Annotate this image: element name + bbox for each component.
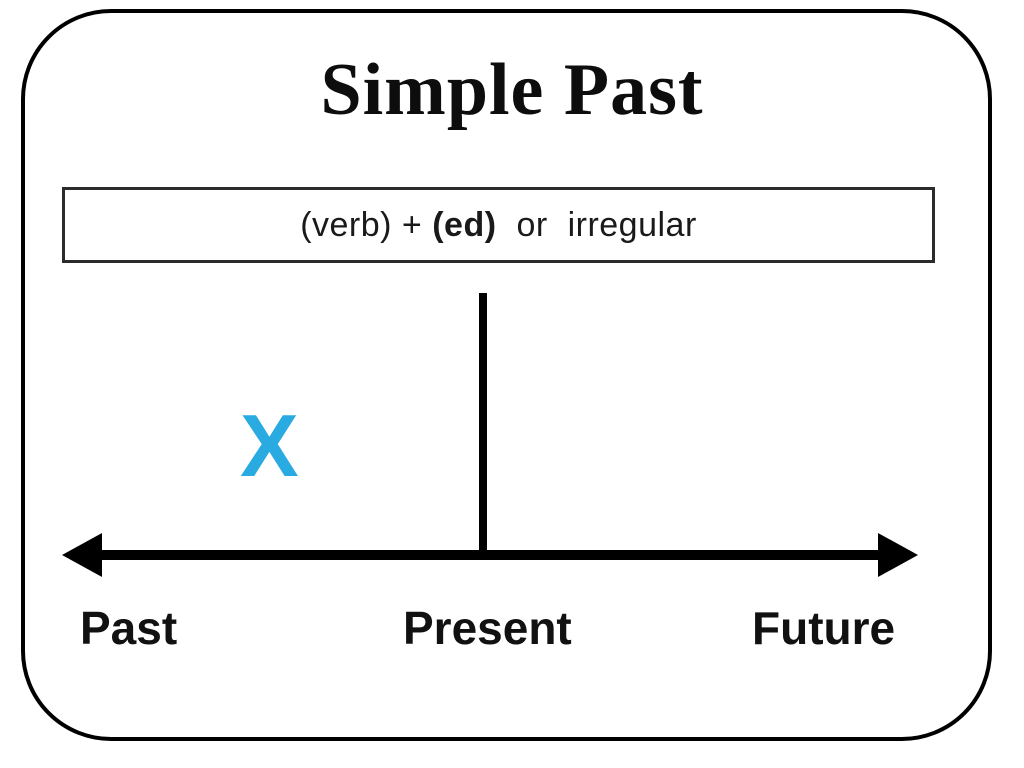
formula-part-ed: (ed) (432, 205, 497, 244)
formula-text: (verb) + (ed) or irregular (300, 206, 697, 245)
future-arrowhead-icon (878, 533, 918, 577)
present-tick-line (479, 293, 487, 555)
past-arrowhead-icon (62, 533, 102, 577)
rounded-frame (21, 9, 992, 741)
past-event-marker: X (240, 396, 299, 495)
timeline-label-past: Past (80, 602, 178, 654)
diagram-title: Simple Past (320, 49, 704, 131)
formula-part-verb: (verb) + (300, 205, 433, 244)
timeline-label-present: Present (403, 602, 572, 654)
formula-box: (verb) + (ed) or irregular (62, 187, 935, 263)
formula-part-or-irregular: or irregular (496, 205, 697, 244)
timeline-axis (96, 550, 884, 560)
timeline-label-future: Future (752, 602, 896, 654)
